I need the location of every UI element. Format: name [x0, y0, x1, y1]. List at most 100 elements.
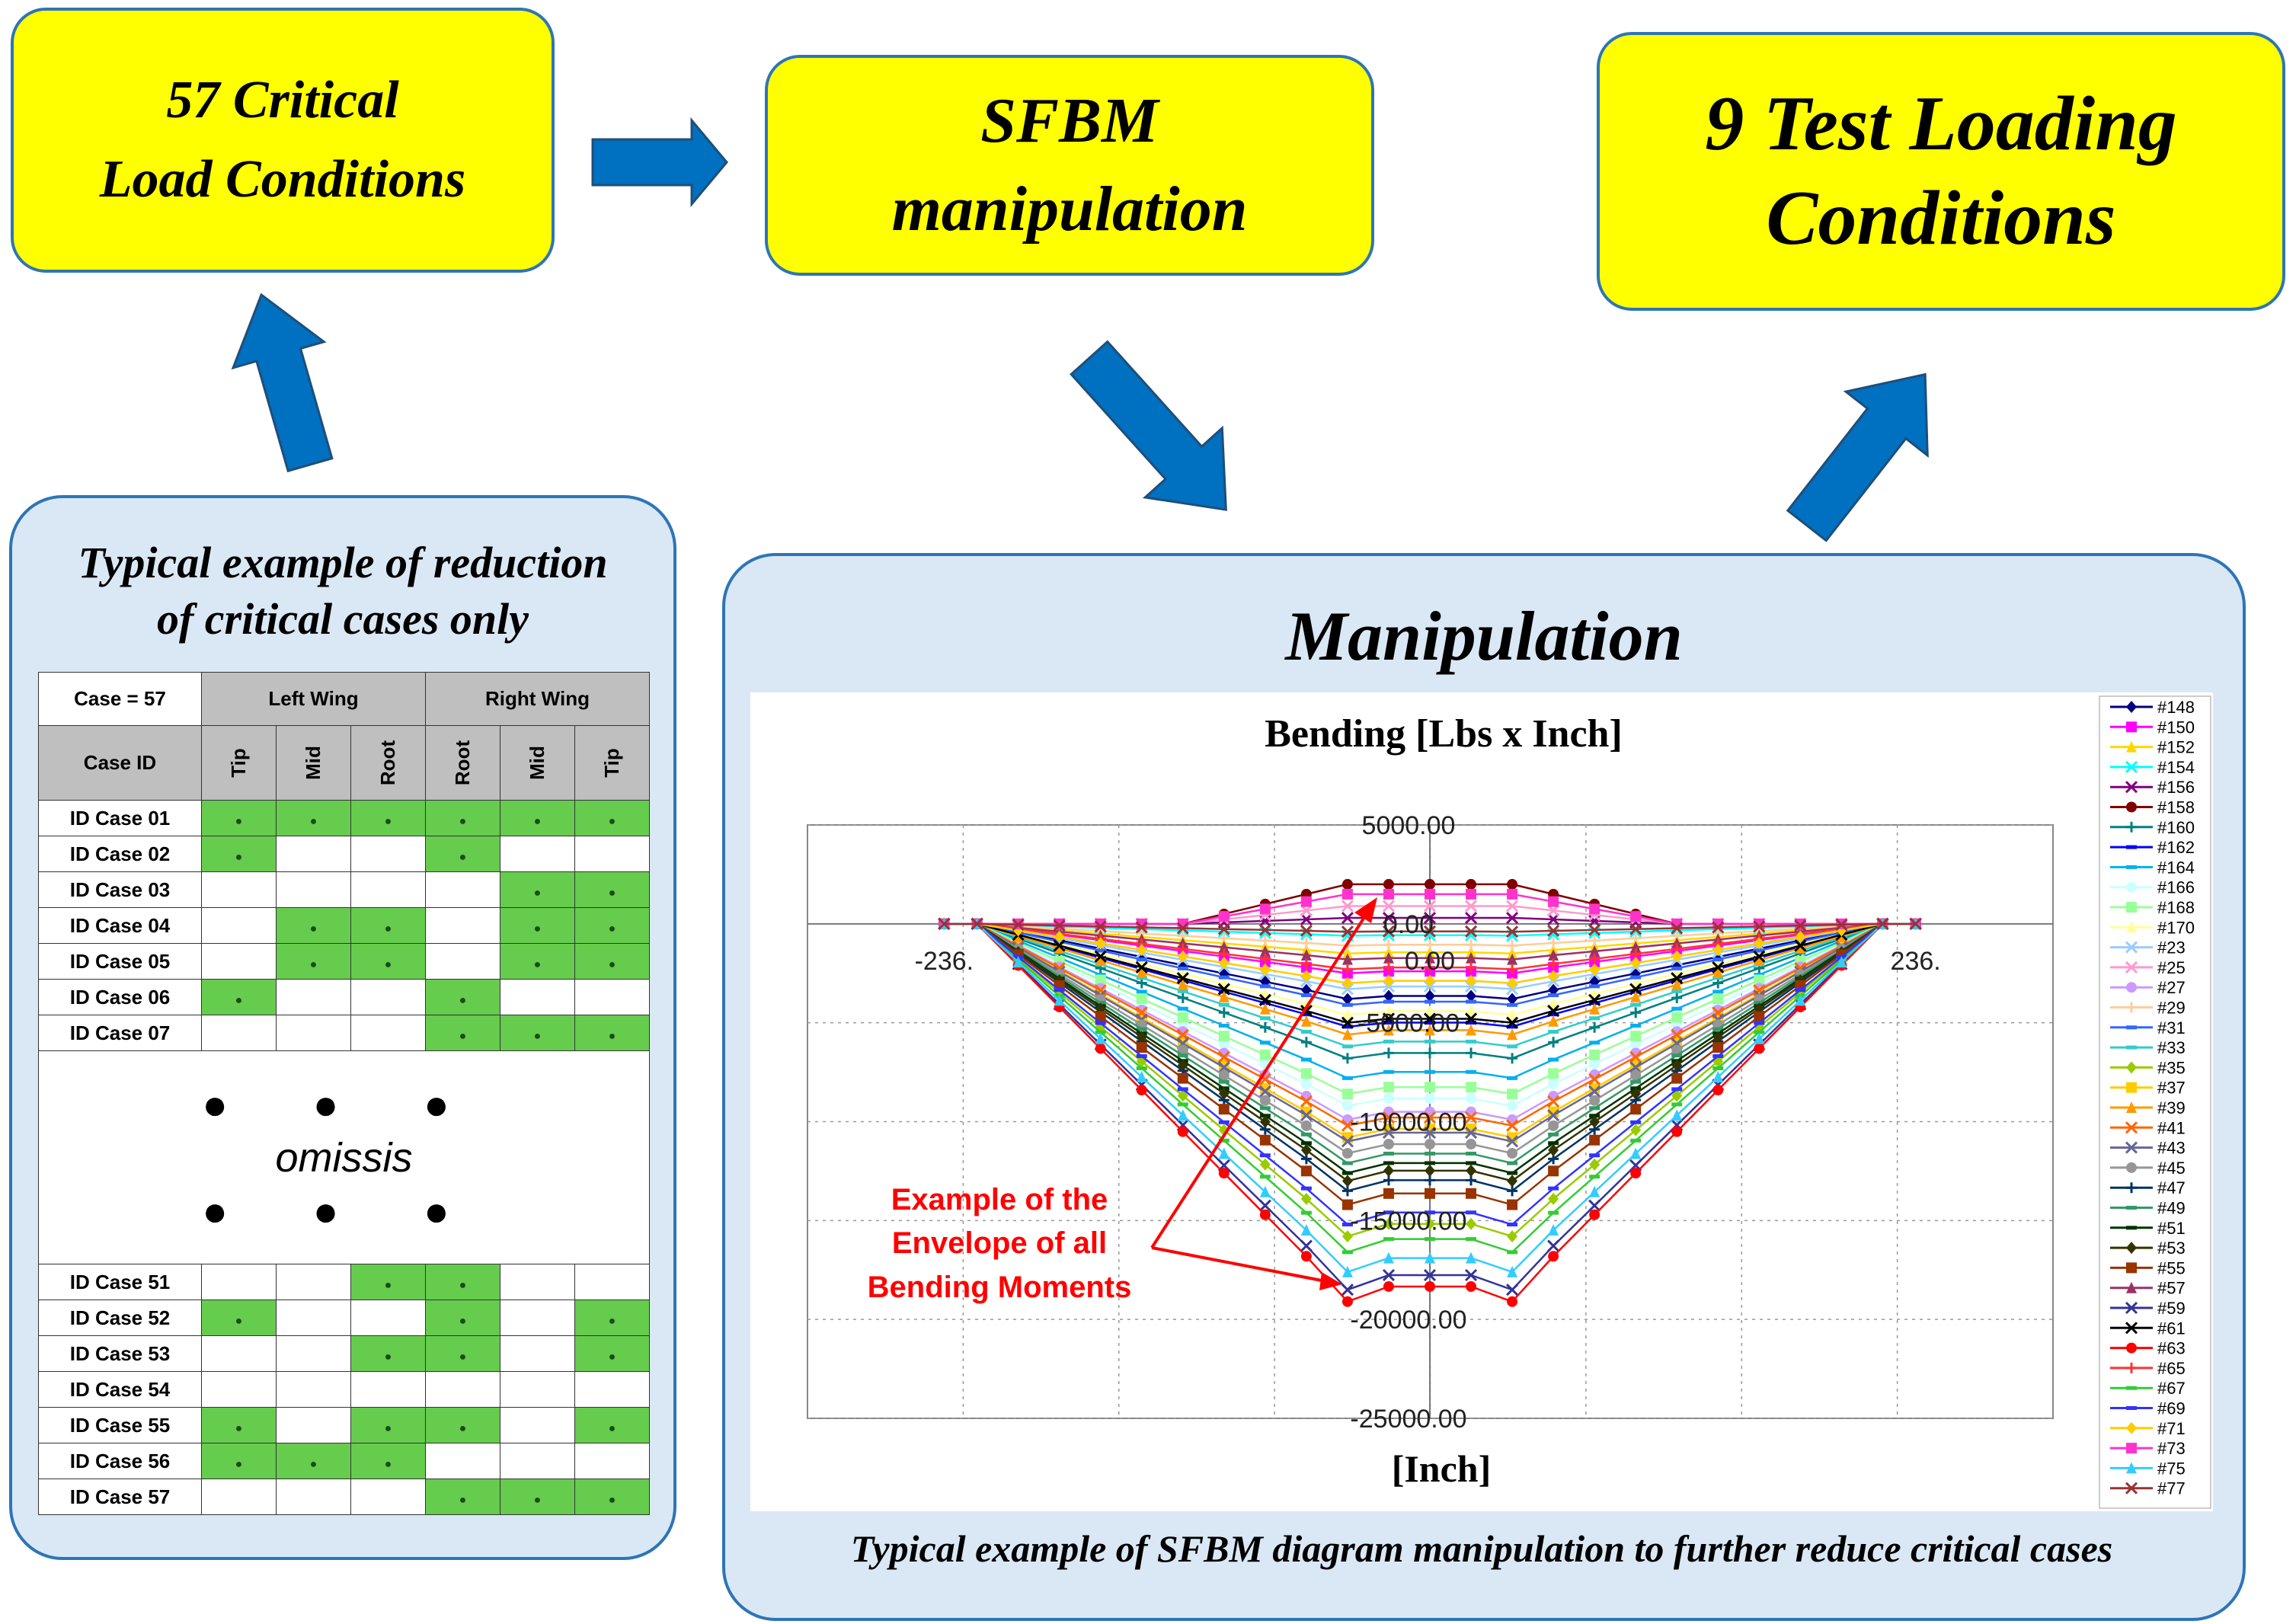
legend-label: #61: [2157, 1319, 2186, 1338]
chart-point: [1383, 962, 1394, 973]
chart-point: [1383, 1005, 1394, 1017]
chart-point: [1218, 990, 1230, 1002]
chart-point: [1548, 970, 1559, 983]
chart-point: [1383, 1082, 1394, 1093]
reduction-panel-title: Typical example of reduction of critical…: [9, 535, 676, 647]
chart-point: [1383, 878, 1394, 890]
chart-point: [2126, 1182, 2137, 1194]
chart-point: [2126, 740, 2137, 753]
chart-point: [1258, 923, 1271, 936]
chart-point: [1425, 1188, 1435, 1199]
chart-point: [1259, 1082, 1271, 1094]
critical-mark-cell: [201, 836, 277, 872]
legend-label: #63: [2157, 1339, 2186, 1358]
legend-entry: #23: [2110, 938, 2186, 957]
chart-point: [1012, 918, 1025, 932]
legend-label: #170: [2157, 918, 2195, 937]
chart-point: [1300, 1192, 1312, 1205]
critical-mark-cell: [574, 1407, 650, 1443]
chart-point: [971, 917, 983, 930]
x-tick-label: -236.: [915, 947, 974, 976]
reduction-title-line1: Typical example of reduction: [78, 538, 608, 587]
critical-mark-cell: [574, 1479, 650, 1515]
chart-point: [1589, 1158, 1600, 1171]
chart-point: [1712, 1070, 1724, 1082]
legend-label: #25: [2157, 958, 2186, 977]
chart-point: [1507, 993, 1518, 1005]
case-id-cell: ID Case 01: [38, 800, 202, 836]
chart-point: [1300, 937, 1312, 948]
critical-mark-cell: [500, 1479, 575, 1515]
critical-mark-cell: [350, 943, 426, 980]
legend-label: #45: [2157, 1159, 2186, 1178]
col-header-right-root: Root: [425, 725, 500, 801]
chart-point: [1383, 1217, 1394, 1230]
legend-entry: #33: [2110, 1038, 2186, 1057]
chart-point: [1548, 958, 1559, 970]
chart-point: [1507, 1265, 1518, 1277]
chart-point: [2126, 881, 2137, 893]
chart-point: [1466, 1093, 1477, 1105]
chart-point: [1300, 958, 1312, 970]
empty-cell: [201, 1335, 277, 1372]
chart-point: [1300, 913, 1313, 926]
chart-point: [1630, 1147, 1642, 1159]
empty-cell: [201, 1264, 277, 1300]
chart-point: [1548, 1015, 1559, 1027]
chart-point: [1548, 1037, 1559, 1048]
legend-entry: #59: [2110, 1299, 2186, 1318]
chart-point: [1383, 1093, 1394, 1105]
legend-label: #164: [2157, 858, 2195, 877]
chart-point: [1341, 964, 1353, 975]
chart-point: [1425, 1082, 1435, 1093]
chart-point: [1341, 947, 1353, 959]
chart-point: [2125, 961, 2138, 973]
chart-point: [1423, 1111, 1437, 1124]
chart-point: [1794, 919, 1807, 932]
critical-mark-cell: [276, 1443, 351, 1479]
annotation-arrow-up: [1150, 911, 1369, 1249]
chart-point: [2126, 1262, 2137, 1274]
chart-point: [1671, 1012, 1683, 1023]
legend-entry: #69: [2110, 1399, 2186, 1418]
empty-cell: [276, 1335, 351, 1372]
empty-cell: [425, 1371, 500, 1408]
legend-label: #73: [2157, 1439, 2186, 1458]
case-id-cell: ID Case 06: [38, 979, 202, 1015]
legend-entry: #27: [2110, 978, 2186, 997]
chart-point: [1589, 1021, 1600, 1033]
legend-entry: #43: [2110, 1139, 2186, 1158]
chart-point: [1507, 947, 1518, 959]
chart-point: [1547, 1095, 1560, 1108]
chart-point: [1053, 939, 1066, 952]
critical-mark-cell: [201, 1300, 277, 1336]
chart-point: [1259, 963, 1271, 976]
chart-point: [1589, 935, 1600, 946]
chart-point: [1136, 966, 1147, 978]
chart-point: [1135, 921, 1148, 934]
chart-point: [1630, 1031, 1642, 1042]
legend-label: #67: [2157, 1379, 2186, 1398]
chart-point: [1506, 1016, 1519, 1029]
chart-point: [1341, 1089, 1353, 1100]
annotation-arrow-right: [1151, 1246, 1326, 1283]
chart-point: [2125, 760, 2138, 773]
chart-point: [1835, 918, 1848, 932]
chart-point: [1589, 1002, 1600, 1015]
critical-mark-cell: [425, 800, 500, 836]
envelope-annotation: Example of the Envelope of all Bending M…: [868, 897, 1377, 1304]
critical-mark-cell: [201, 800, 277, 836]
empty-cell: [350, 1479, 426, 1515]
chart-point: [1425, 1024, 1435, 1036]
chart-point: [1053, 919, 1066, 932]
critical-mark-cell: [425, 1264, 500, 1300]
chart-point: [1507, 1100, 1518, 1111]
legend-entry: #65: [2110, 1359, 2186, 1378]
critical-mark-cell: [500, 943, 575, 980]
chart-point: [1671, 972, 1684, 985]
chart-point: [1383, 1047, 1394, 1059]
right-wing-header: Right Wing: [425, 672, 650, 726]
chart-point: [1383, 888, 1394, 900]
critical-mark-cell: [350, 1443, 426, 1479]
empty-cell: [276, 1264, 351, 1300]
